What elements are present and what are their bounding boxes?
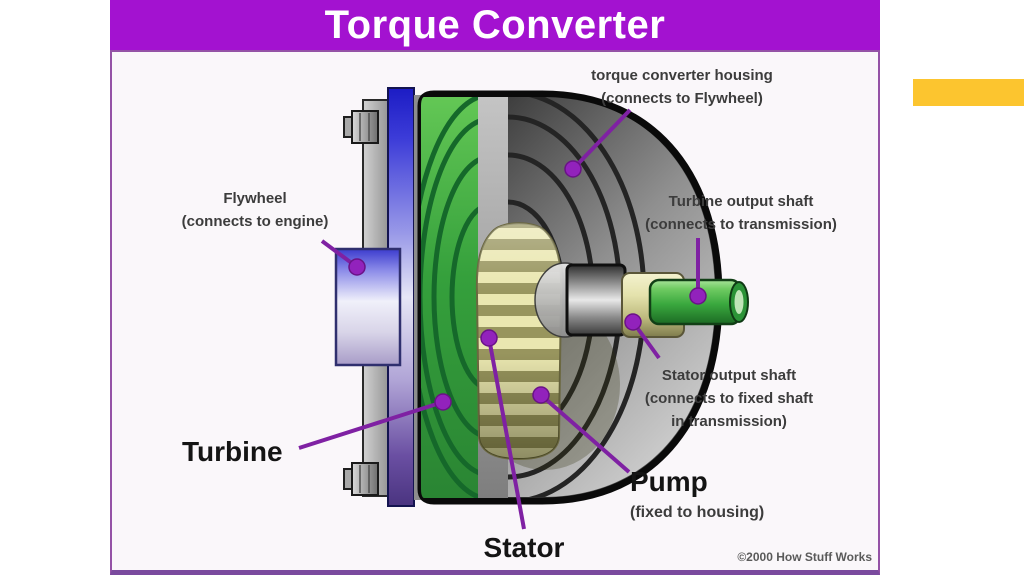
label-turbine: Turbine [182, 436, 283, 467]
label-flywheel: Flywheel (connects to engine) [181, 190, 329, 230]
label-pump-sub: (fixed to housing) [630, 504, 765, 521]
callout-line-pump [539, 393, 631, 474]
turbine-section [421, 97, 478, 498]
callout-dot-turbine [434, 393, 452, 411]
callout-dot-stator [480, 329, 498, 347]
flywheel-hub [334, 247, 402, 367]
bolt-bottom-icon [343, 462, 379, 496]
label-housing: torque converter housing (connects to Fl… [591, 67, 773, 107]
callout-dot-pump [532, 386, 550, 404]
callout-line-stator [487, 337, 526, 530]
shaft-collar [565, 263, 627, 337]
bolt-top-icon [343, 110, 379, 144]
callout-dot-turbine-output [689, 287, 707, 305]
label-turbine-output-shaft: Turbine output shaft (connects to transm… [645, 193, 837, 233]
callout-dot-housing [564, 160, 582, 178]
callout-line-turbine [298, 400, 444, 450]
label-pump: Pump (fixed to housing) [630, 466, 765, 521]
label-stator-output-shaft: Stator output shaft (connects to fixed s… [644, 367, 814, 430]
title-banner: Torque Converter [110, 0, 880, 50]
accent-bar [913, 79, 1024, 106]
copyright-text: ©2000 How Stuff Works [737, 550, 872, 564]
callout-dot-stator-output [624, 313, 642, 331]
callout-dots [348, 160, 707, 411]
page-title: Torque Converter [324, 2, 666, 47]
callout-line-housing [571, 108, 632, 171]
label-stator: Stator [483, 532, 565, 563]
callout-dot-flywheel [348, 258, 366, 276]
